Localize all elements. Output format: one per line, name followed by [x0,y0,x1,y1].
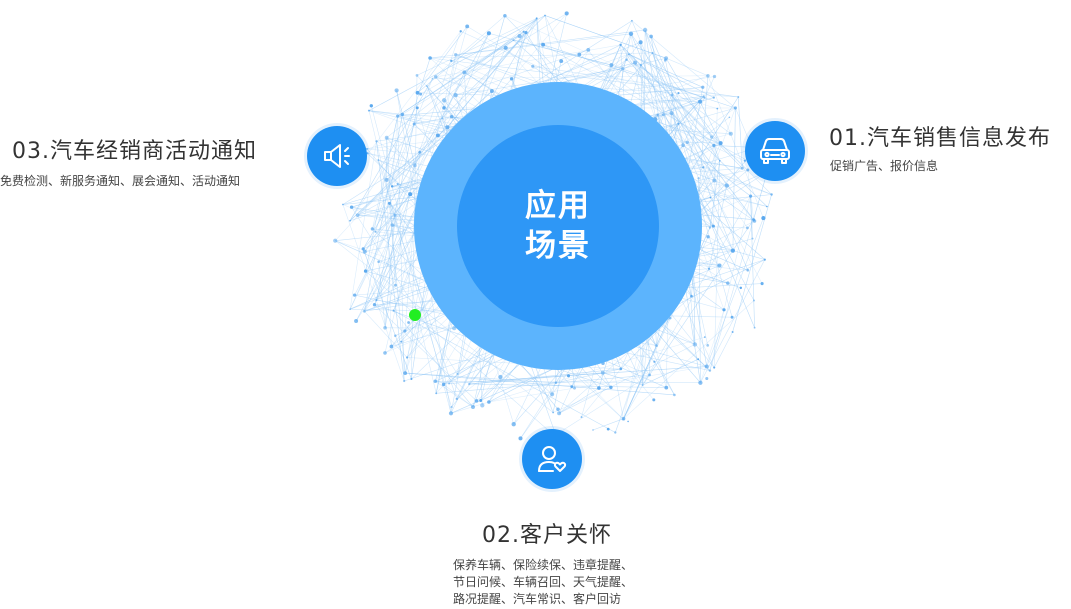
item-1-desc: 促销广告、报价信息 [830,159,939,173]
megaphone-icon [324,144,350,168]
item-2-desc-line2: 节日问候、车辆召回、天气提醒、 [453,575,634,589]
center-label-line2: 场景 [525,228,591,264]
item-2-title: 02.客户关怀 [482,523,612,548]
user-heart-icon-button[interactable] [522,429,582,489]
inner-ring [457,125,659,327]
item-2-desc-line3: 路况提醒、汽车常识、客户回访 [453,592,622,606]
item-1-title: 01.汽车销售信息发布 [829,126,1051,151]
megaphone-icon-button[interactable] [307,126,367,186]
item-3-title: 03.汽车经销商活动通知 [12,139,257,164]
car-icon [760,138,790,164]
highlight-dot [409,309,421,321]
item-2-desc-line1: 保养车辆、保险续保、违章提醒、 [453,558,634,572]
user-heart-icon [538,446,567,472]
center-label-line1: 应用 [525,188,591,224]
car-icon-button[interactable] [745,121,805,181]
center-label: 应用 场景 [457,125,659,327]
network-nodes [333,11,773,448]
item-3-desc: 免费检测、新服务通知、展会通知、活动通知 [0,174,241,188]
